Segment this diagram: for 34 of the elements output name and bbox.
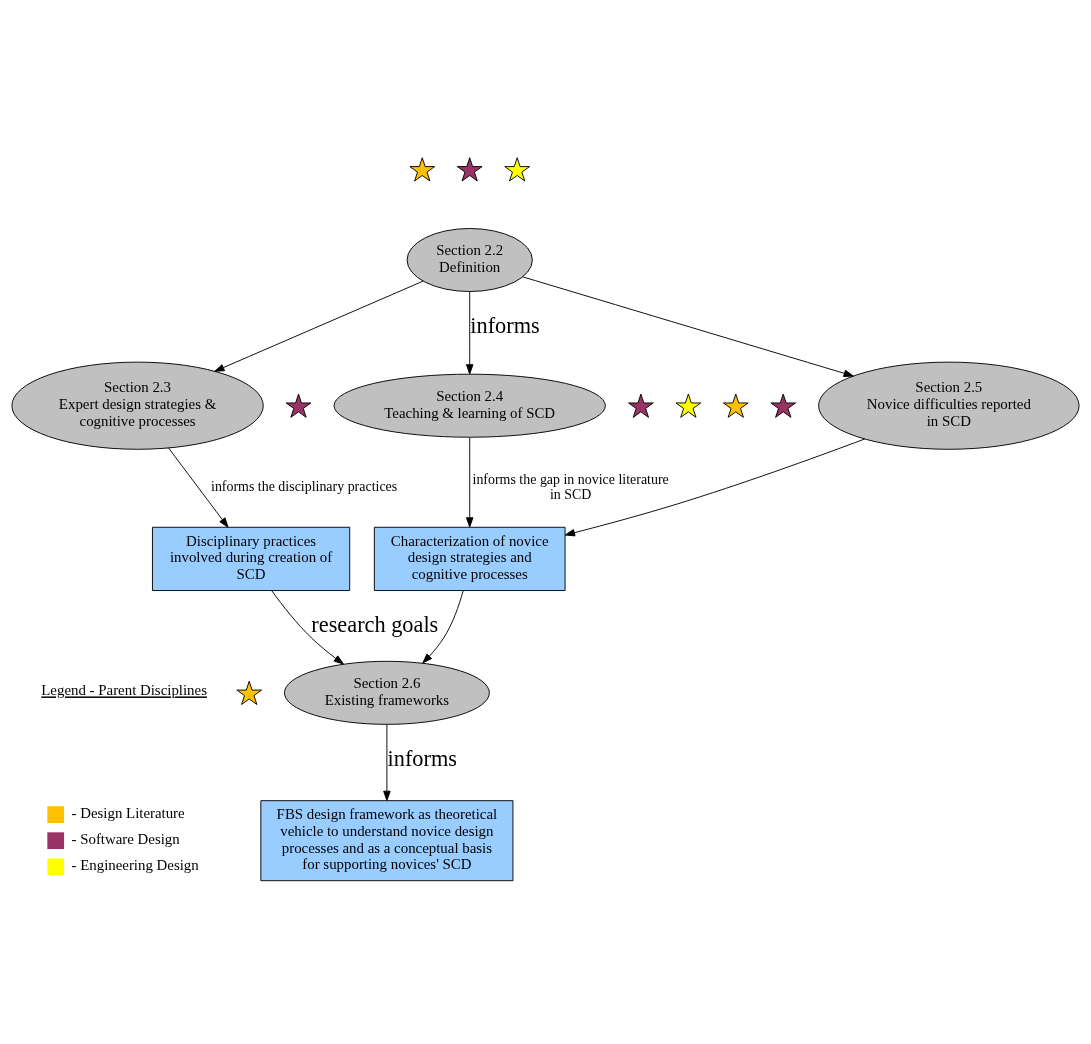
arrow (271, 590, 344, 665)
node-ellipse: Section 2.5 Novice difficulties reported in SCD (818, 361, 1080, 450)
node-star (504, 157, 530, 182)
arrow (522, 276, 854, 377)
arrow (168, 447, 229, 528)
arrow (564, 438, 866, 537)
node-ellipse: Section 2.6 Existing frameworks (284, 660, 490, 725)
arrow (422, 590, 464, 664)
arrow (214, 280, 424, 372)
edge-label: informs the gap in novice literature in SCD (472, 471, 669, 503)
node-star (628, 393, 654, 418)
edge-label: informs (470, 312, 540, 338)
node-box: FBS design framework as theoretical vehicle to understand novice design processes and as a conceptual basis for supporting novices' SCD (260, 800, 514, 882)
arrow (466, 437, 474, 528)
edge-label: informs the disciplinary practices (211, 479, 398, 495)
node-box: Characterization of novice design strategies and cognitive processes (373, 526, 566, 591)
node-star (456, 157, 483, 182)
arrow (383, 724, 391, 801)
node-star (770, 393, 797, 418)
node-star (236, 680, 263, 705)
node-ellipse: Section 2.2 Definition (406, 228, 533, 292)
node-box: Disciplinary practices involved during creation of SCD (152, 526, 351, 591)
edge-label: research goals (311, 611, 439, 637)
node-star (409, 157, 436, 182)
legend-label: - Design Literature (71, 805, 185, 822)
node-star (285, 393, 312, 418)
legend-label: - Engineering Design (71, 857, 199, 874)
node-ellipse: Section 2.4 Teaching & learning of SCD (333, 373, 606, 438)
node-star (675, 393, 702, 418)
legend-label: - Software Design (71, 831, 180, 848)
label: Legend - Parent Disciplines (41, 682, 207, 699)
node-star (722, 393, 749, 418)
edge-label: informs (387, 745, 457, 771)
arrow (466, 291, 474, 375)
